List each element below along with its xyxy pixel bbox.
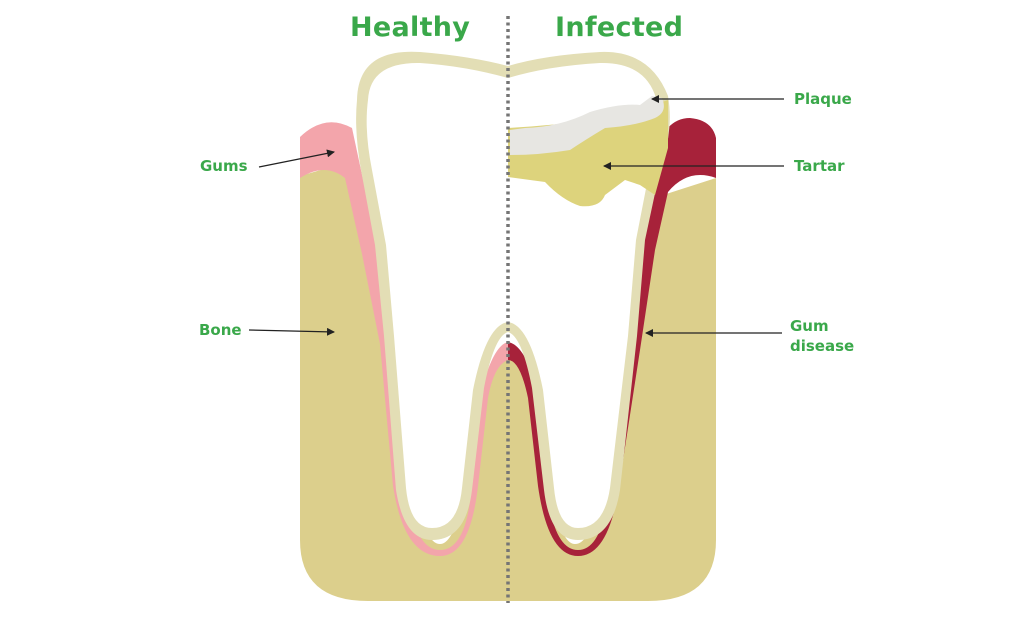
label-plaque: Plaque xyxy=(794,90,852,108)
heading-healthy: Healthy xyxy=(350,12,471,43)
label-tartar: Tartar xyxy=(794,157,845,175)
label-gum-disease-line1: Gum xyxy=(790,317,829,335)
heading-infected: Infected xyxy=(555,12,684,43)
plaque xyxy=(510,96,664,155)
label-gum-disease: Gum disease xyxy=(790,316,854,356)
bone-pointer xyxy=(248,327,335,336)
label-gum-disease-line2: disease xyxy=(790,337,855,355)
label-gums: Gums xyxy=(200,157,248,175)
label-bone: Bone xyxy=(199,321,242,339)
gums-pointer xyxy=(258,149,335,168)
